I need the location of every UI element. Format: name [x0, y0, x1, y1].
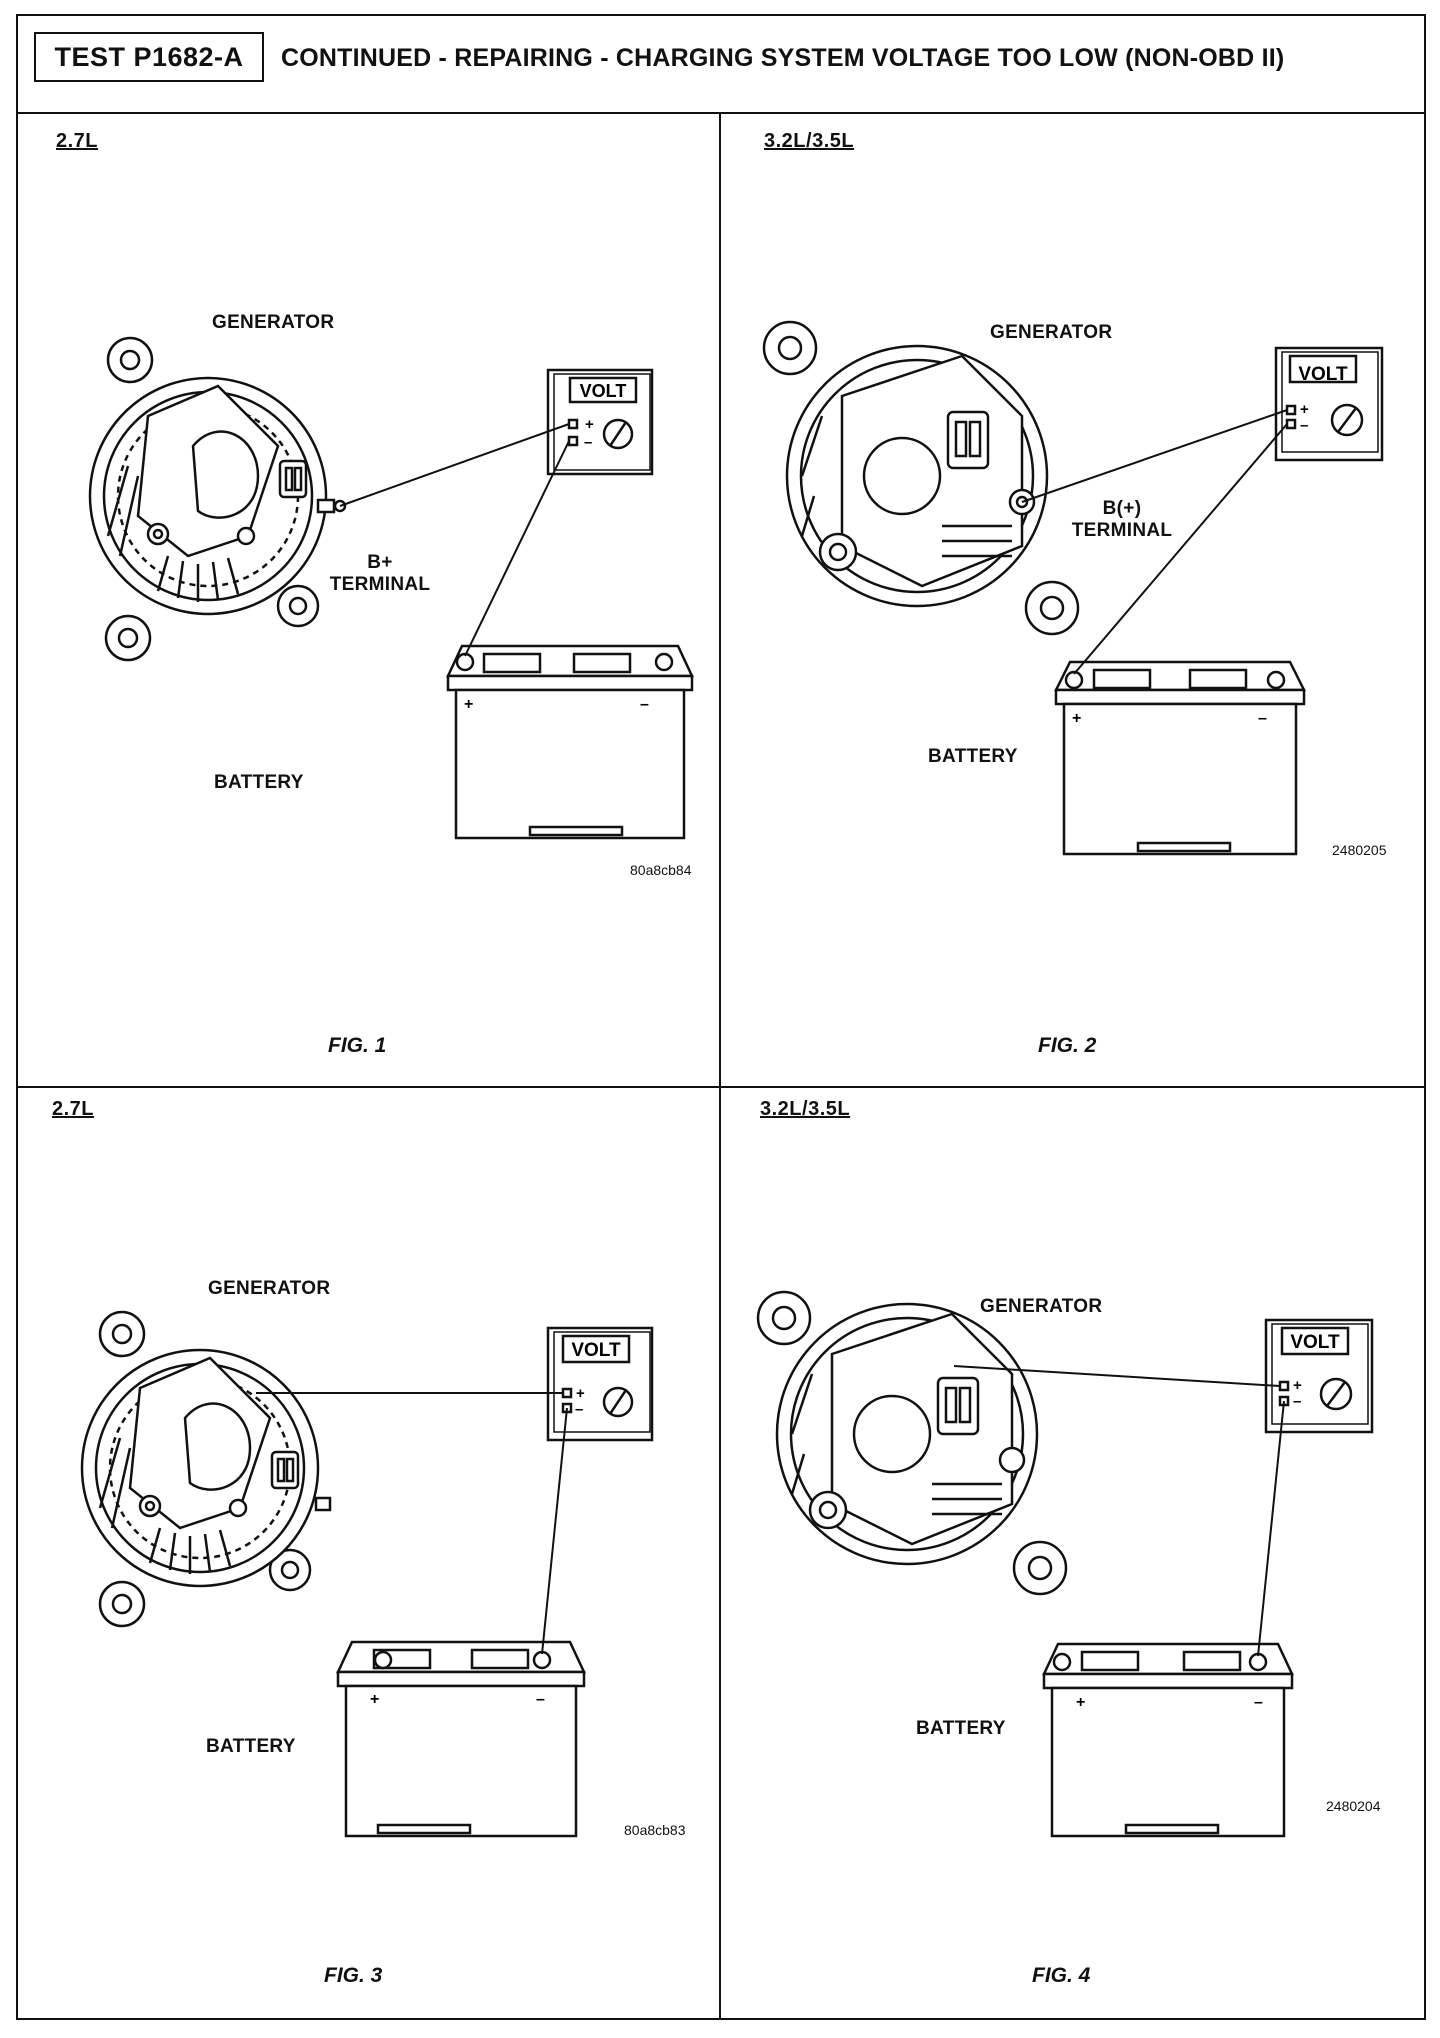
battery-label: BATTERY	[916, 1718, 1006, 1739]
generator-illustration	[80, 1310, 332, 1628]
battery	[1042, 1642, 1294, 1838]
page-frame	[16, 14, 1426, 2020]
voltmeter-plus: +	[576, 1385, 585, 1402]
illustration-code: 2480205	[1332, 842, 1387, 858]
voltmeter-minus: –	[584, 434, 592, 451]
voltmeter-label: VOLT	[580, 381, 627, 401]
voltmeter	[1264, 1318, 1374, 1434]
battery-minus: –	[1258, 710, 1267, 727]
illustration-code: 80a8cb84	[630, 862, 692, 878]
battery-plus: +	[1076, 1694, 1085, 1711]
wiring-diagram: VOLT + – + –	[88, 336, 694, 840]
terminal-label-line1: B(+)	[1102, 498, 1142, 519]
voltmeter	[1274, 346, 1384, 462]
battery-minus: –	[640, 696, 649, 713]
battery-label: BATTERY	[214, 772, 304, 793]
generator-illustration	[88, 336, 347, 662]
page-title: CONTINUED - REPAIRING - CHARGING SYSTEM …	[281, 44, 1285, 72]
generator-label: GENERATOR	[212, 312, 335, 333]
figure-panel-3: 2.7L	[18, 1088, 718, 2018]
illustration-code: 2480204	[1326, 1798, 1381, 1814]
battery-label: BATTERY	[206, 1736, 296, 1757]
generator-label: GENERATOR	[990, 322, 1113, 343]
terminal-label: B(+) TERMINAL	[1062, 498, 1182, 542]
battery-label: BATTERY	[928, 746, 1018, 767]
grid-divider-horizontal	[16, 1086, 1426, 1088]
wiring-diagram: VOLT + – + –	[80, 1310, 654, 1838]
battery-minus: –	[1254, 1694, 1263, 1711]
generator-illustration	[762, 320, 1080, 636]
terminal-label-line1: B+	[367, 552, 393, 573]
voltmeter-plus: +	[585, 416, 594, 433]
generator-label: GENERATOR	[208, 1278, 331, 1299]
terminal-label: B+ TERMINAL	[320, 552, 440, 596]
header-row: TEST P1682-A CONTINUED - REPAIRING - CHA…	[16, 14, 1426, 114]
figure-panel-1: 2.7L	[18, 116, 718, 1084]
voltmeter-plus: +	[1293, 1377, 1302, 1394]
voltmeter-minus: –	[1300, 417, 1308, 434]
generator-label: GENERATOR	[980, 1296, 1103, 1317]
voltmeter-label: VOLT	[571, 1340, 621, 1361]
test-leads	[953, 1365, 1285, 1657]
engine-label: 2.7L	[56, 130, 99, 152]
illustration-code: 80a8cb83	[624, 1822, 686, 1838]
engine-label: 2.7L	[52, 1098, 95, 1120]
engine-label: 3.2L/3.5L	[760, 1098, 851, 1120]
voltmeter	[546, 368, 654, 476]
test-leads	[339, 423, 570, 657]
test-leads	[256, 1392, 568, 1655]
figure-caption: FIG. 4	[1032, 1964, 1091, 1987]
battery	[336, 1640, 586, 1838]
figure-panel-2: 3.2L/3.5L	[722, 116, 1424, 1084]
battery	[446, 644, 694, 840]
figure-panel-4: 3.2L/3.5L	[722, 1088, 1424, 2018]
voltmeter-label: VOLT	[1298, 364, 1348, 385]
voltmeter-minus: –	[1293, 1393, 1301, 1410]
figure-caption: FIG. 2	[1038, 1034, 1097, 1057]
battery-plus: +	[370, 1691, 379, 1708]
battery-minus: –	[536, 1691, 545, 1708]
grid-divider-vertical	[719, 114, 721, 2020]
wiring-diagram: VOLT + – + –	[756, 1290, 1374, 1838]
terminal-label-line2: TERMINAL	[329, 574, 431, 595]
voltmeter-plus: +	[1300, 401, 1309, 418]
voltmeter-minus: –	[575, 1401, 583, 1418]
test-id: TEST P1682-A	[34, 32, 264, 82]
wiring-diagram: VOLT + – + –	[762, 320, 1384, 856]
figure-caption: FIG. 1	[328, 1034, 387, 1057]
figure-caption: FIG. 3	[324, 1964, 383, 1987]
test-leads	[1021, 409, 1288, 675]
battery-plus: +	[464, 696, 473, 713]
generator-illustration	[756, 1290, 1068, 1596]
voltmeter-label: VOLT	[1290, 1332, 1340, 1353]
battery-plus: +	[1072, 710, 1081, 727]
terminal-label-line2: TERMINAL	[1071, 520, 1173, 541]
battery	[1053, 660, 1307, 856]
engine-label: 3.2L/3.5L	[764, 130, 855, 152]
